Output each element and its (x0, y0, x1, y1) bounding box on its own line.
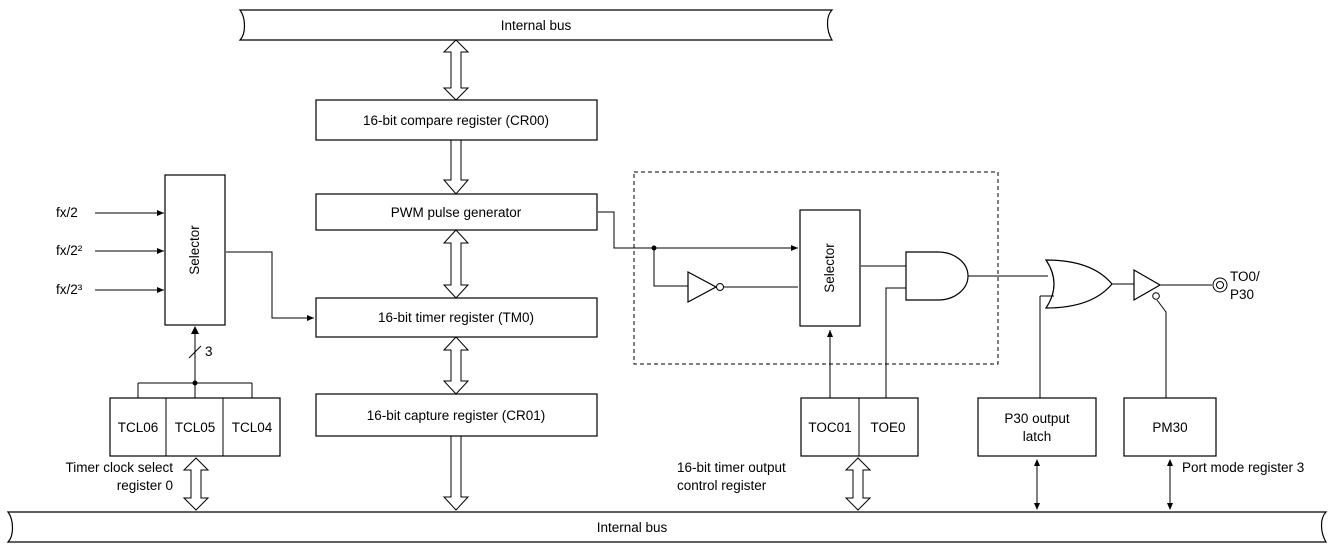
timer-register-label: 16-bit timer register (TM0) (378, 310, 534, 325)
clock-input-3: fx/2³ (56, 282, 164, 297)
internal-bus-top-label: Internal bus (501, 18, 572, 33)
bus-arrow-toc-bus (844, 457, 872, 511)
bus-arrow-capture-bus (442, 435, 470, 511)
pwm-generator-block: PWM pulse generator (315, 193, 598, 231)
output-pin-label-line2: P30 (1230, 287, 1254, 302)
toc-register: TOC01 TOE0 (800, 397, 919, 457)
pm30-to-buffer-wire (1156, 299, 1167, 398)
toc01-bit: TOC01 (808, 420, 851, 435)
output-selector-block: Selector (799, 209, 861, 327)
output-control-region (633, 171, 999, 365)
bus-arrow-top-compare (442, 39, 470, 101)
clock-input-3-label: fx/2³ (56, 282, 83, 297)
latch-bus-link (1034, 459, 1040, 510)
selector-to-timer-wire (226, 251, 314, 321)
tcl04-bit: TCL04 (232, 420, 273, 435)
clock-input-1: fx/2 (56, 205, 164, 220)
clock-selector-block: Selector (164, 174, 226, 326)
output-selector-label: Selector (822, 243, 837, 293)
internal-bus-top: Internal bus (238, 9, 834, 41)
output-pin-icon (1212, 277, 1228, 293)
tcl06-bit: TCL06 (118, 420, 159, 435)
toe0-bit: TOE0 (870, 420, 905, 435)
internal-bus-bottom-label: Internal bus (597, 520, 668, 535)
toc-caption-line2: control register (677, 478, 767, 493)
p30-latch-block: P30 output latch (977, 397, 1097, 457)
tcl-caption-line1: Timer clock select (65, 460, 173, 475)
and-gate (861, 251, 1048, 301)
tcl-bus-width: 3 (205, 344, 213, 359)
or-gate (1040, 259, 1134, 309)
port-mode-caption: Port mode register 3 (1182, 460, 1304, 475)
tcl-register: TCL06 TCL05 TCL04 (109, 397, 281, 457)
bus-arrow-timer-capture (442, 336, 470, 395)
clock-selector-label: Selector (187, 225, 202, 275)
clock-input-2-label: fx/2² (56, 243, 83, 258)
pm30-block: PM30 (1123, 397, 1217, 457)
clock-input-2: fx/2² (56, 243, 164, 258)
tcl-caption-line2: register 0 (117, 478, 173, 493)
output-buffer (1133, 268, 1212, 302)
pm30-bus-link (1167, 459, 1173, 510)
capture-register-label: 16-bit capture register (CR01) (367, 408, 546, 423)
timer-register-block: 16-bit timer register (TM0) (315, 297, 598, 338)
tcl05-bit: TCL05 (175, 420, 216, 435)
bus-arrow-tcl-bus (182, 457, 210, 511)
p30-latch-label-line1: P30 output (1004, 411, 1070, 426)
pwm-generator-label: PWM pulse generator (391, 205, 522, 220)
tcl-to-selector-wires: 3 (137, 326, 253, 398)
toc-caption-line1: 16-bit timer output (677, 460, 786, 475)
pm30-label: PM30 (1152, 420, 1187, 435)
internal-bus-bottom: Internal bus (6, 511, 1328, 543)
p30-latch-label-line2: latch (1023, 429, 1052, 444)
compare-register-label: 16-bit compare register (CR00) (363, 113, 549, 128)
output-pin-label-line1: TO0/ (1230, 269, 1260, 284)
bus-arrow-compare-pwm (442, 139, 470, 195)
clock-input-1-label: fx/2 (56, 205, 78, 220)
capture-register-block: 16-bit capture register (CR01) (315, 393, 598, 437)
pwm-output-wires (598, 211, 798, 304)
bus-arrow-pwm-timer (442, 229, 470, 299)
compare-register-block: 16-bit compare register (CR00) (315, 99, 598, 141)
